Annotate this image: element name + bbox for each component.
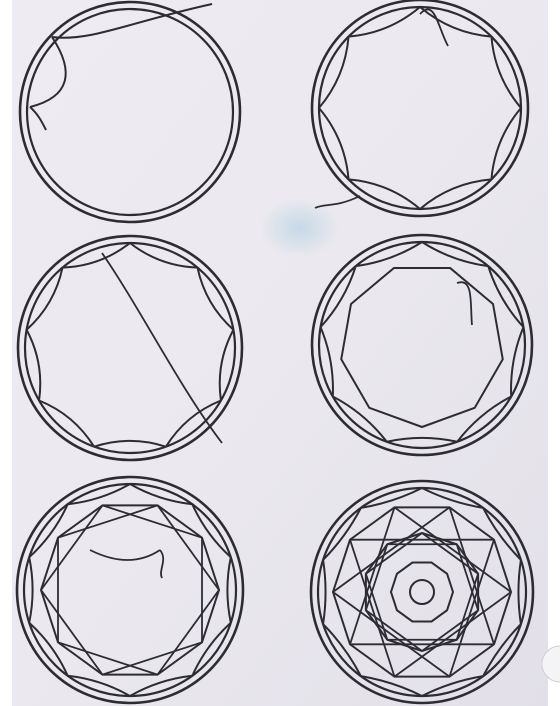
water-stain — [260, 198, 340, 258]
paper-background — [12, 0, 548, 706]
